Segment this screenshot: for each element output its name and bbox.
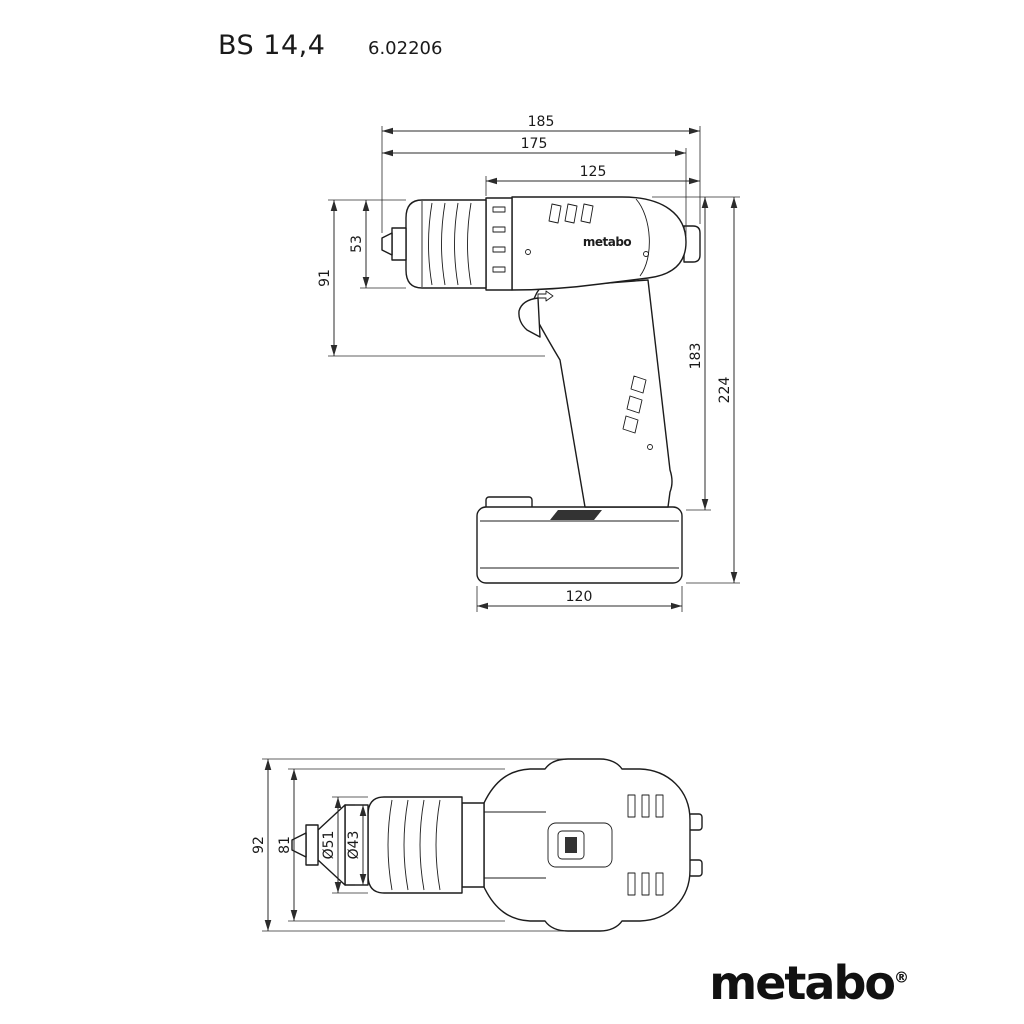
dim-label-length-total: 185: [528, 114, 555, 130]
belt-hook-shape: [683, 225, 701, 263]
gear-selector-shape: [547, 822, 613, 868]
chuck-nose-shape: [391, 227, 407, 261]
registered-trademark-symbol: ®: [894, 968, 909, 987]
dim-label-length-without-hook: 175: [521, 136, 548, 152]
article-number: 6.02206: [368, 38, 443, 59]
top-view-dimensions: 92 81 Ø51 Ø43: [251, 758, 565, 932]
dim-label-total-height: 224: [717, 377, 733, 404]
top-body-shape: [483, 758, 691, 932]
top-chuck-shape: [367, 796, 463, 894]
chuck-shape: [405, 199, 487, 289]
top-nose-shape: [305, 824, 319, 866]
gear-ring-shape: [485, 197, 513, 291]
handle-shape: [532, 279, 673, 508]
dim-label-housing-length: 125: [580, 164, 607, 180]
dim-label-front-height: 91: [317, 269, 333, 287]
battery-marking: [550, 510, 602, 520]
page-title-model: BS 14,4: [218, 30, 326, 61]
trigger-shape: [518, 297, 541, 338]
metabo-logo: metabo®: [709, 956, 909, 1010]
bit-tip-shape: [381, 232, 393, 256]
dim-label-neck-diameter: Ø43: [346, 831, 362, 860]
dim-label-total-width: 92: [251, 836, 267, 854]
dim-label-height-to-handle: 183: [688, 343, 704, 370]
motor-housing-shape: [511, 196, 687, 291]
side-view-drill: metabo: [381, 196, 701, 584]
body-brand-label: metabo: [583, 235, 632, 249]
dim-label-chuck-height: 53: [349, 235, 365, 253]
battery-pack-shape: [476, 506, 683, 584]
dim-label-body-width: 81: [277, 836, 293, 854]
metabo-logo-text: metabo: [709, 956, 896, 1010]
dim-label-battery-length: 120: [566, 589, 593, 605]
dim-label-chuck-diameter: Ø51: [321, 831, 337, 860]
top-collar-shape: [461, 802, 485, 888]
side-view-dimensions: 185 175 125 53 91 183 224 120: [317, 114, 740, 612]
